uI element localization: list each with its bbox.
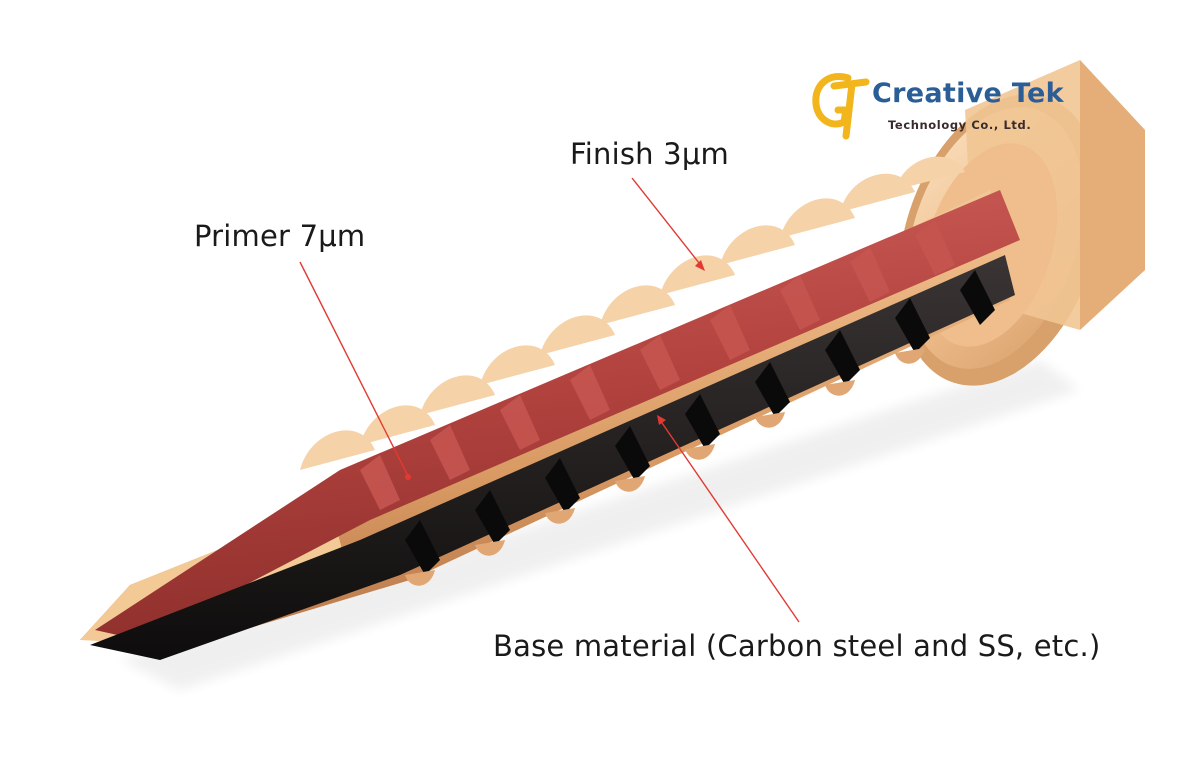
- finish-callout-label: Finish 3μm: [570, 137, 729, 171]
- finish-arrowhead: [695, 260, 705, 271]
- leader-lines: [299, 177, 800, 623]
- thread-crests-bottom: [405, 348, 925, 586]
- screw-shadow: [120, 360, 1080, 690]
- base-leader-line: [659, 419, 800, 623]
- thread-crests-top: [300, 156, 965, 470]
- leader-arrowheads: [405, 260, 705, 480]
- primer-arrow-dot: [405, 474, 411, 480]
- creative-tek-logo: Creative Tek Technology Co., Ltd.: [810, 70, 1064, 140]
- screw-primer-layer: [95, 190, 1020, 640]
- primer-leader-line: [299, 261, 409, 477]
- primer-callout-label: Primer 7μm: [194, 219, 366, 253]
- base-material-callout-label: Base material (Carbon steel and SS, etc.…: [493, 629, 1101, 663]
- logo-company-name: Creative Tek: [872, 78, 1064, 109]
- base-arrowhead: [657, 415, 666, 425]
- screw-base-core: [90, 255, 1015, 660]
- finish-leader-line: [631, 177, 704, 269]
- logo-company-subtitle: Technology Co., Ltd.: [888, 118, 1032, 132]
- ct-monogram-icon: [812, 73, 870, 140]
